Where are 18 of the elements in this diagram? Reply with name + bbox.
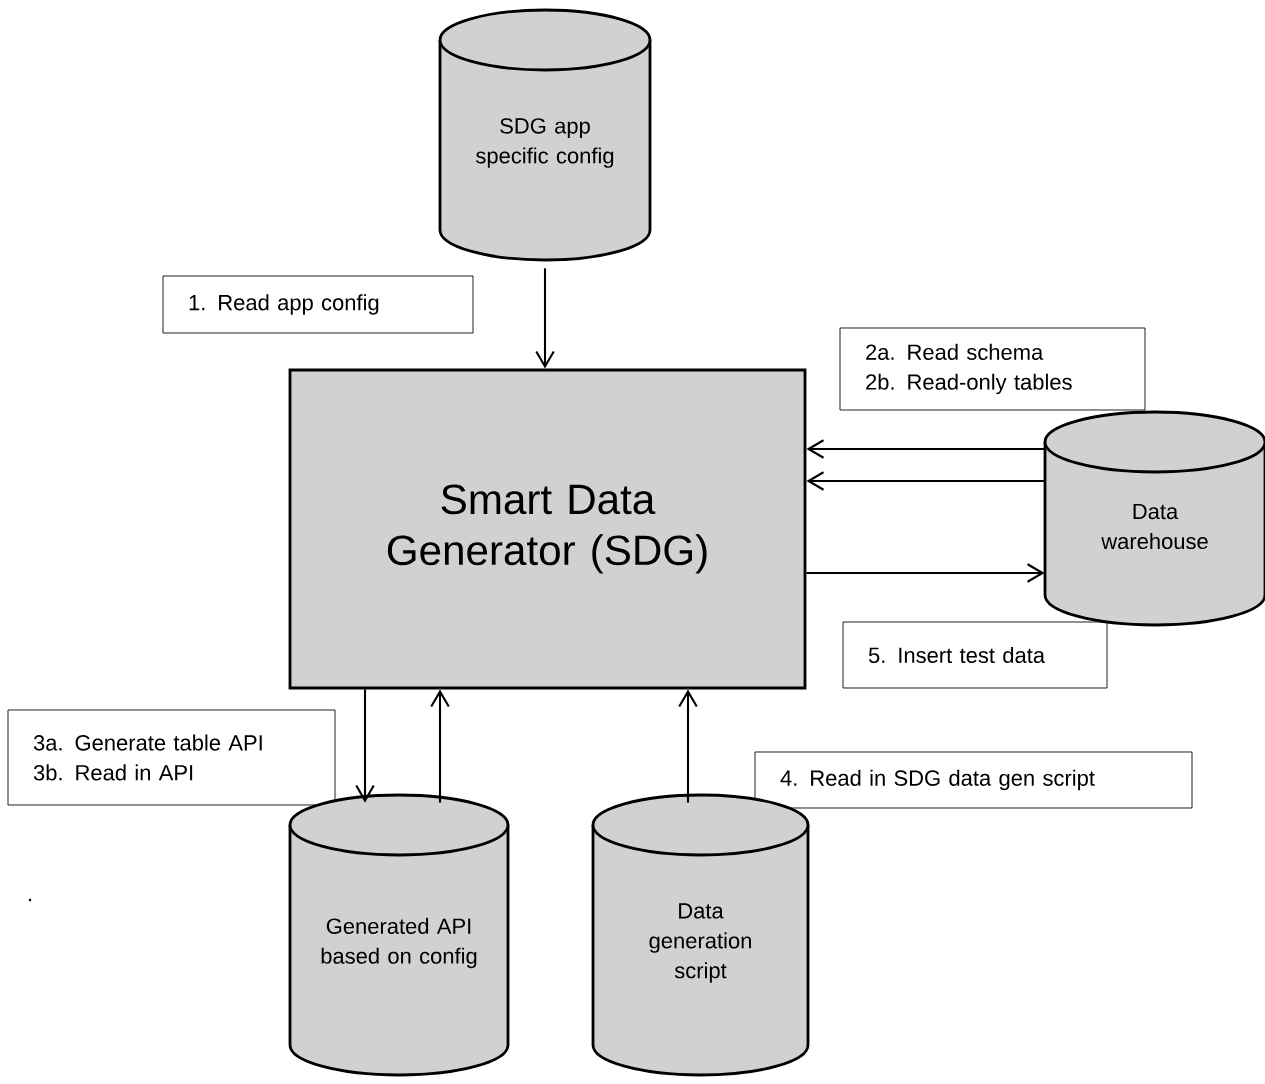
note-box: 2a. Read schema 2b. Read-only tables bbox=[839, 327, 1146, 411]
arrow bbox=[806, 563, 1045, 583]
arrow bbox=[535, 268, 555, 369]
process-box: Smart Data Generator (SDG) bbox=[288, 368, 807, 690]
arrow bbox=[806, 439, 1045, 459]
database-cylinder: Generated API based on config bbox=[288, 793, 510, 1077]
arrow bbox=[806, 471, 1045, 491]
arrow bbox=[678, 689, 698, 803]
note-box: 1. Read app config bbox=[162, 275, 474, 334]
arrow bbox=[355, 689, 375, 803]
database-cylinder: Data generation script bbox=[591, 793, 810, 1077]
database-cylinder: SDG app specific config bbox=[438, 8, 652, 262]
note-box: 3a. Generate table API 3b. Read in API bbox=[7, 709, 336, 806]
note-box: 4. Read in SDG data gen script bbox=[754, 751, 1193, 809]
database-cylinder: Data warehouse bbox=[1043, 410, 1265, 627]
arrow bbox=[430, 689, 450, 803]
stray-dot: . bbox=[28, 898, 32, 902]
note-box: 5. Insert test data bbox=[842, 621, 1108, 689]
